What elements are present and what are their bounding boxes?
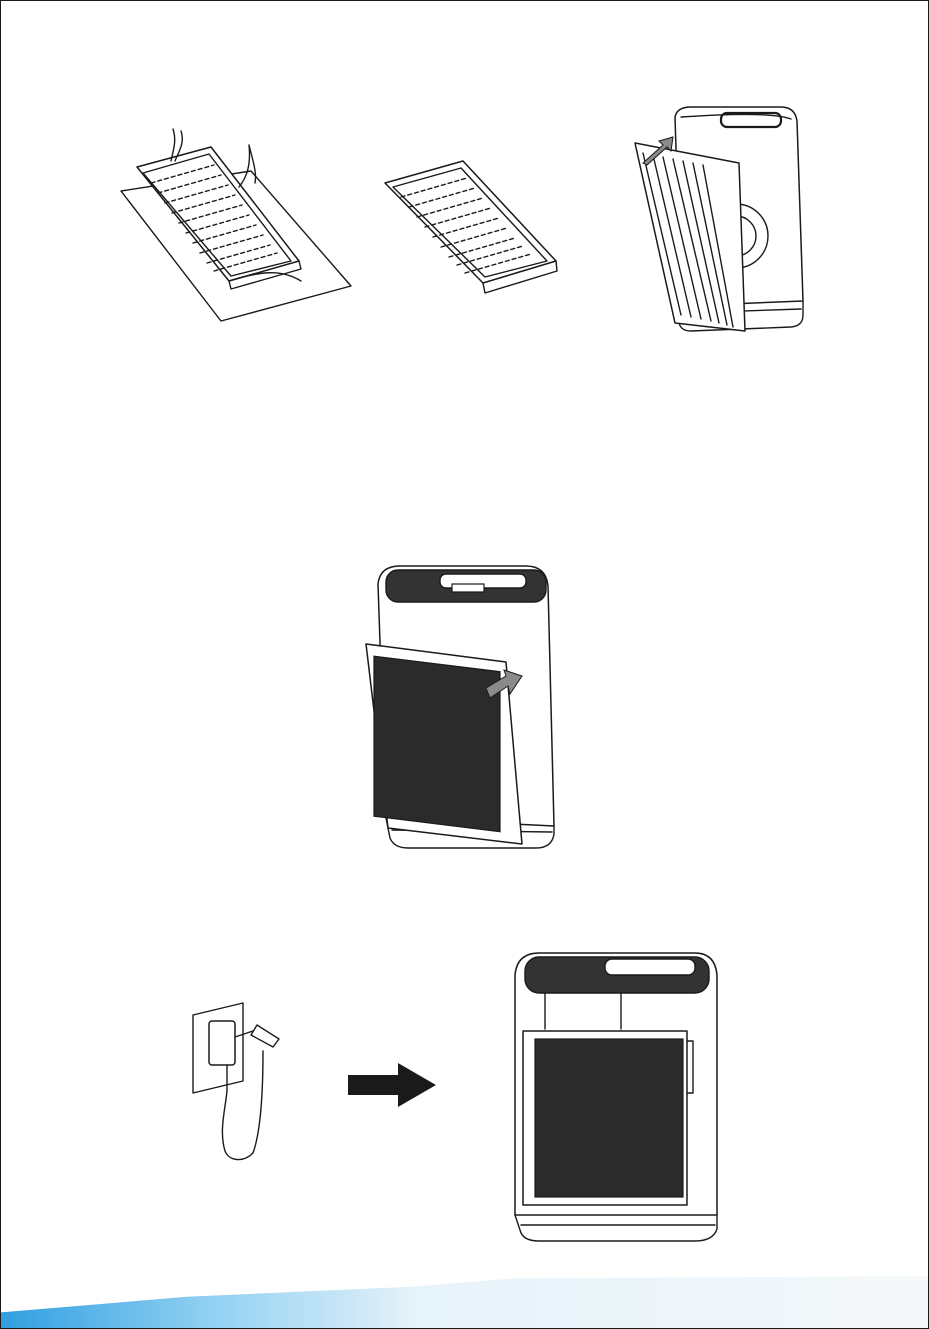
footer-wave <box>1 1276 928 1328</box>
plug-in-illustration <box>191 1001 291 1171</box>
assembled-purifier-illustration <box>509 943 724 1248</box>
next-arrow-icon <box>346 1061 438 1109</box>
unwrapped-filter-illustration <box>381 151 566 301</box>
insert-filter-illustration <box>621 101 811 341</box>
unwrap-filter-illustration <box>111 121 361 331</box>
attach-cover-illustration <box>356 556 571 856</box>
